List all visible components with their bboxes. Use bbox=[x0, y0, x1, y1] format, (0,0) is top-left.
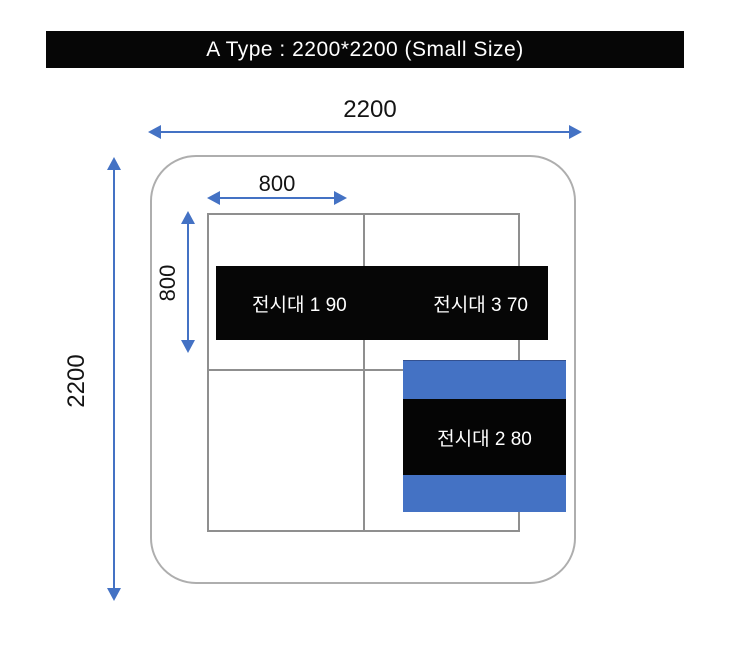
display-stand-2-black-band: 전시대 2 80 bbox=[403, 399, 566, 475]
display-stand-2-label: 전시대 2 80 bbox=[437, 428, 532, 450]
cell-width-label: 800 bbox=[258, 171, 296, 196]
height-dimension-arrow bbox=[107, 157, 121, 601]
width-dimension-label: 2200 bbox=[343, 96, 397, 123]
title-text: A Type : 2200*2200 (Small Size) bbox=[206, 37, 524, 61]
cell-height-label: 800 bbox=[155, 264, 180, 302]
grid-divider-vertical bbox=[363, 213, 365, 532]
cell-width-arrow bbox=[207, 191, 347, 205]
display-stand-band-top: 전시대 1 90 전시대 3 70 bbox=[216, 266, 548, 340]
width-dimension-arrow bbox=[148, 125, 582, 139]
grid-divider-horizontal bbox=[207, 369, 520, 371]
height-dimension-label: 2200 bbox=[63, 354, 90, 408]
display-stand-3-label: 전시대 3 70 bbox=[433, 294, 528, 316]
title-bar: A Type : 2200*2200 (Small Size) bbox=[46, 31, 684, 68]
display-stand-1-label: 전시대 1 90 bbox=[252, 294, 347, 316]
cell-height-arrow bbox=[181, 211, 195, 353]
